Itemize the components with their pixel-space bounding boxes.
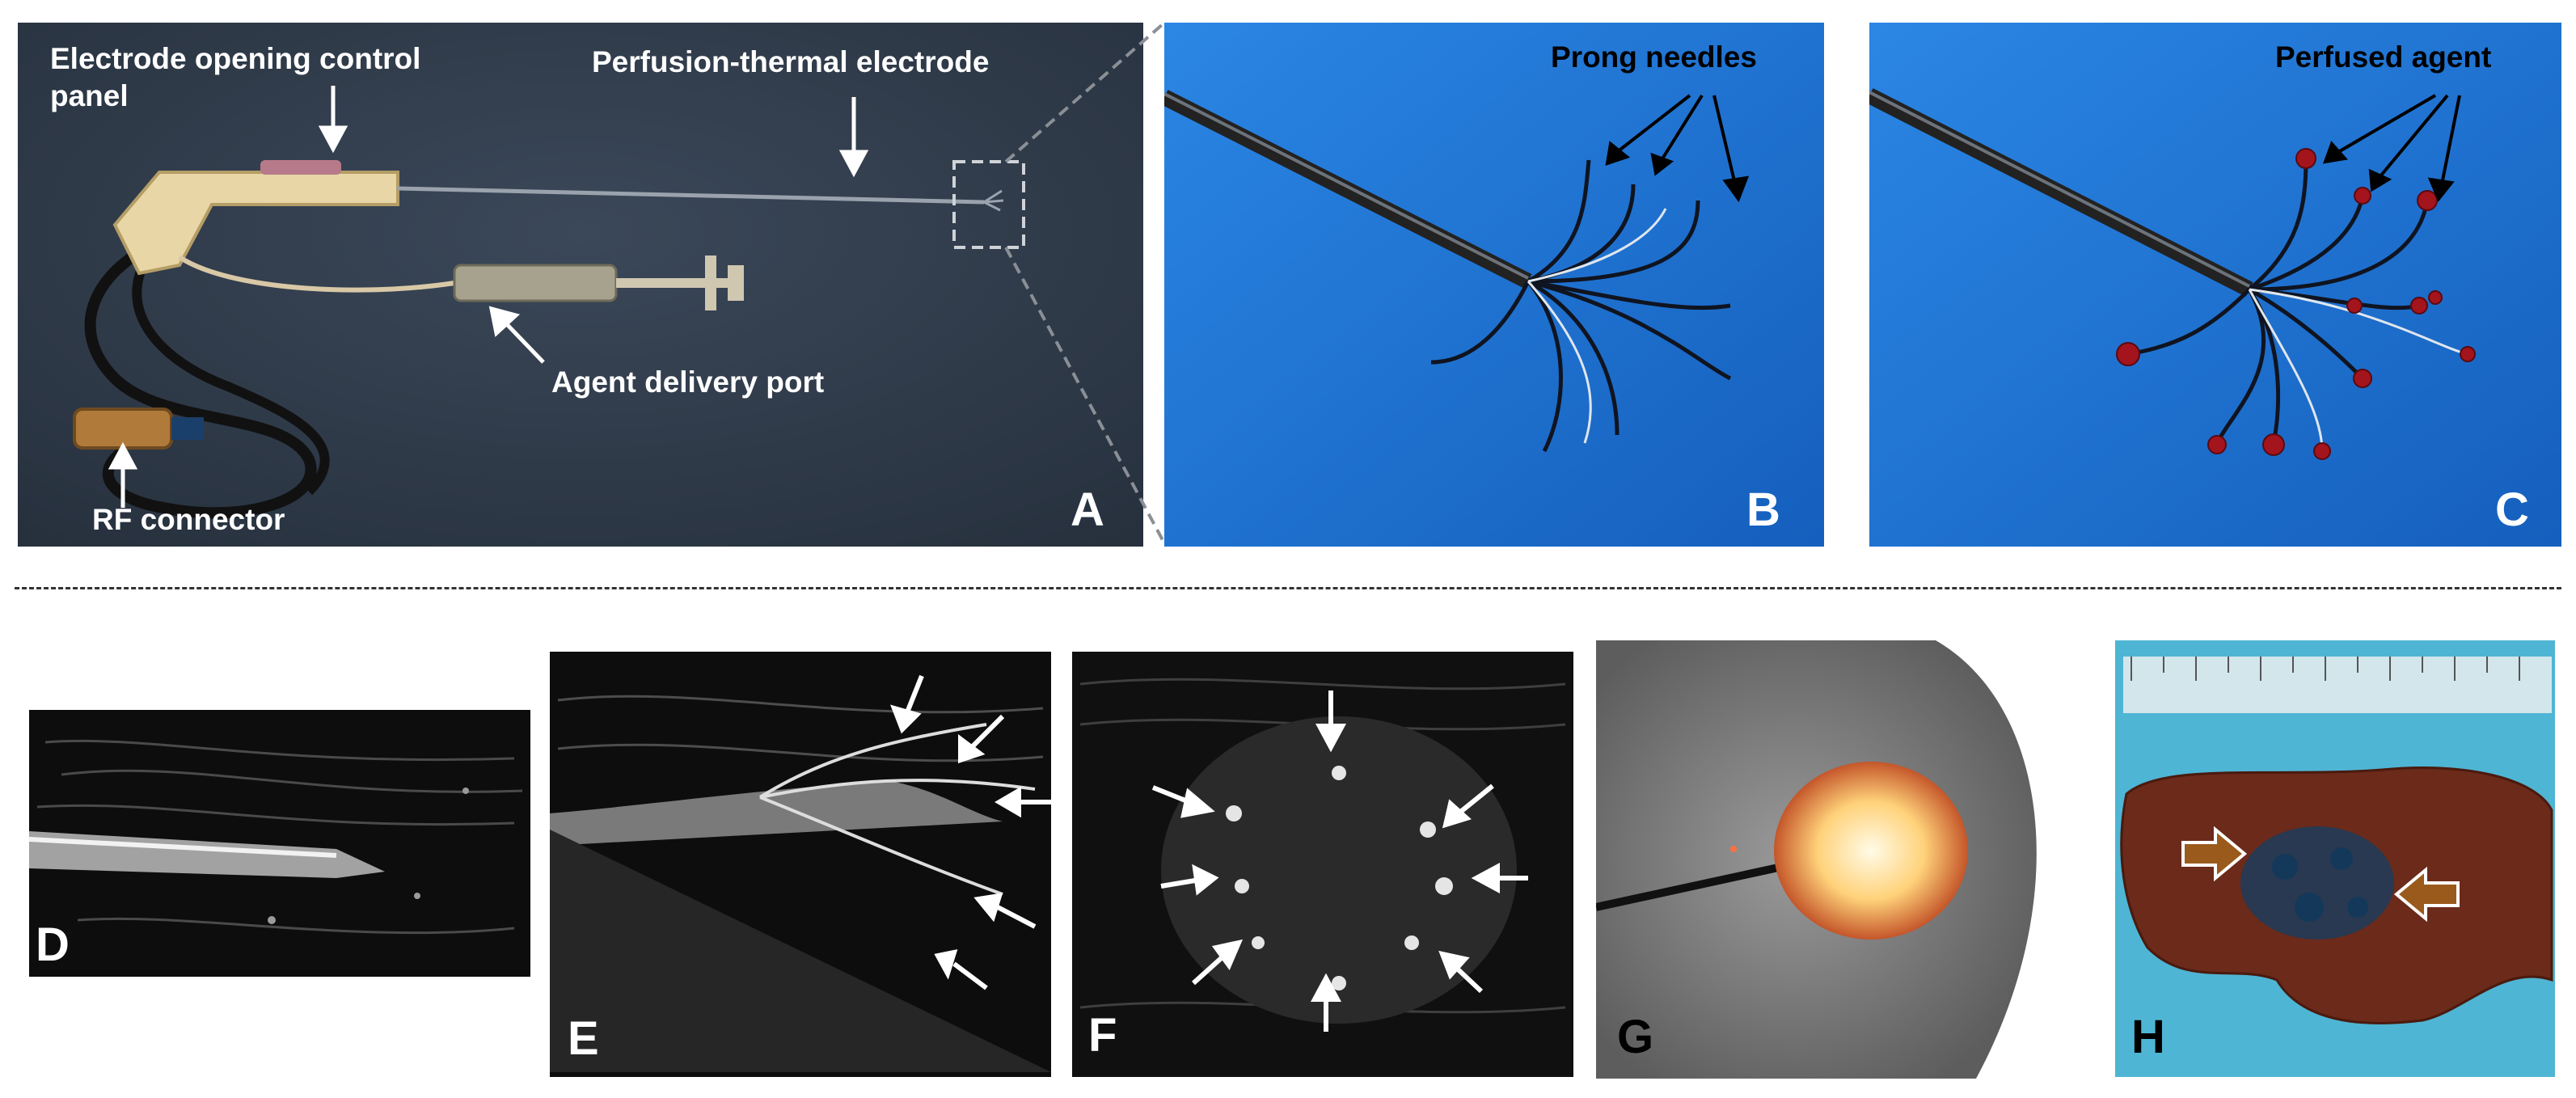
electrode-control-line1: Electrode opening control	[50, 42, 421, 75]
panel-e: E	[550, 652, 1051, 1077]
specimen-photo-h	[2115, 640, 2555, 1077]
panel-a: Electrode opening control panel Perfusio…	[18, 23, 1143, 547]
device-photo	[18, 23, 1143, 547]
panel-label-g: G	[1617, 1011, 1654, 1063]
panel-h: H	[2115, 640, 2555, 1077]
fluorescence-image-g	[1596, 640, 2037, 1079]
panel-g: G	[1596, 640, 2062, 1079]
ultrasound-image-e	[550, 652, 1051, 1077]
panel-c: Perfused agent C	[1869, 23, 2561, 547]
prong-needles-label: Prong needles	[1551, 40, 1757, 74]
zoom-connector-lines	[1004, 23, 1164, 541]
agent-delivery-label: Agent delivery port	[551, 365, 825, 399]
electrode-control-line2: panel	[50, 79, 129, 113]
panel-label-c: C	[2495, 484, 2529, 536]
ultrasound-image-d	[29, 710, 530, 977]
rf-connector-label: RF connector	[92, 503, 285, 536]
panel-label-f: F	[1088, 1009, 1117, 1062]
panel-label-e: E	[568, 1012, 599, 1065]
panel-f: F	[1072, 652, 1573, 1077]
panel-label-a: A	[1071, 484, 1104, 536]
section-divider	[15, 587, 2561, 589]
panel-label-h: H	[2131, 1011, 2165, 1063]
ultrasound-image-f	[1072, 652, 1573, 1077]
perfused-agent-photo	[1869, 23, 2561, 547]
electrode-control-label: Electrode opening control panel	[50, 40, 420, 116]
perfusion-thermal-label: Perfusion-thermal electrode	[592, 45, 990, 78]
panel-d: D	[29, 710, 530, 977]
prong-needles-photo	[1164, 23, 1824, 547]
panel-label-d: D	[36, 919, 70, 971]
panel-label-b: B	[1746, 484, 1780, 536]
perfused-agent-label: Perfused agent	[2275, 40, 2492, 74]
panel-b: Prong needles B	[1164, 23, 1824, 547]
